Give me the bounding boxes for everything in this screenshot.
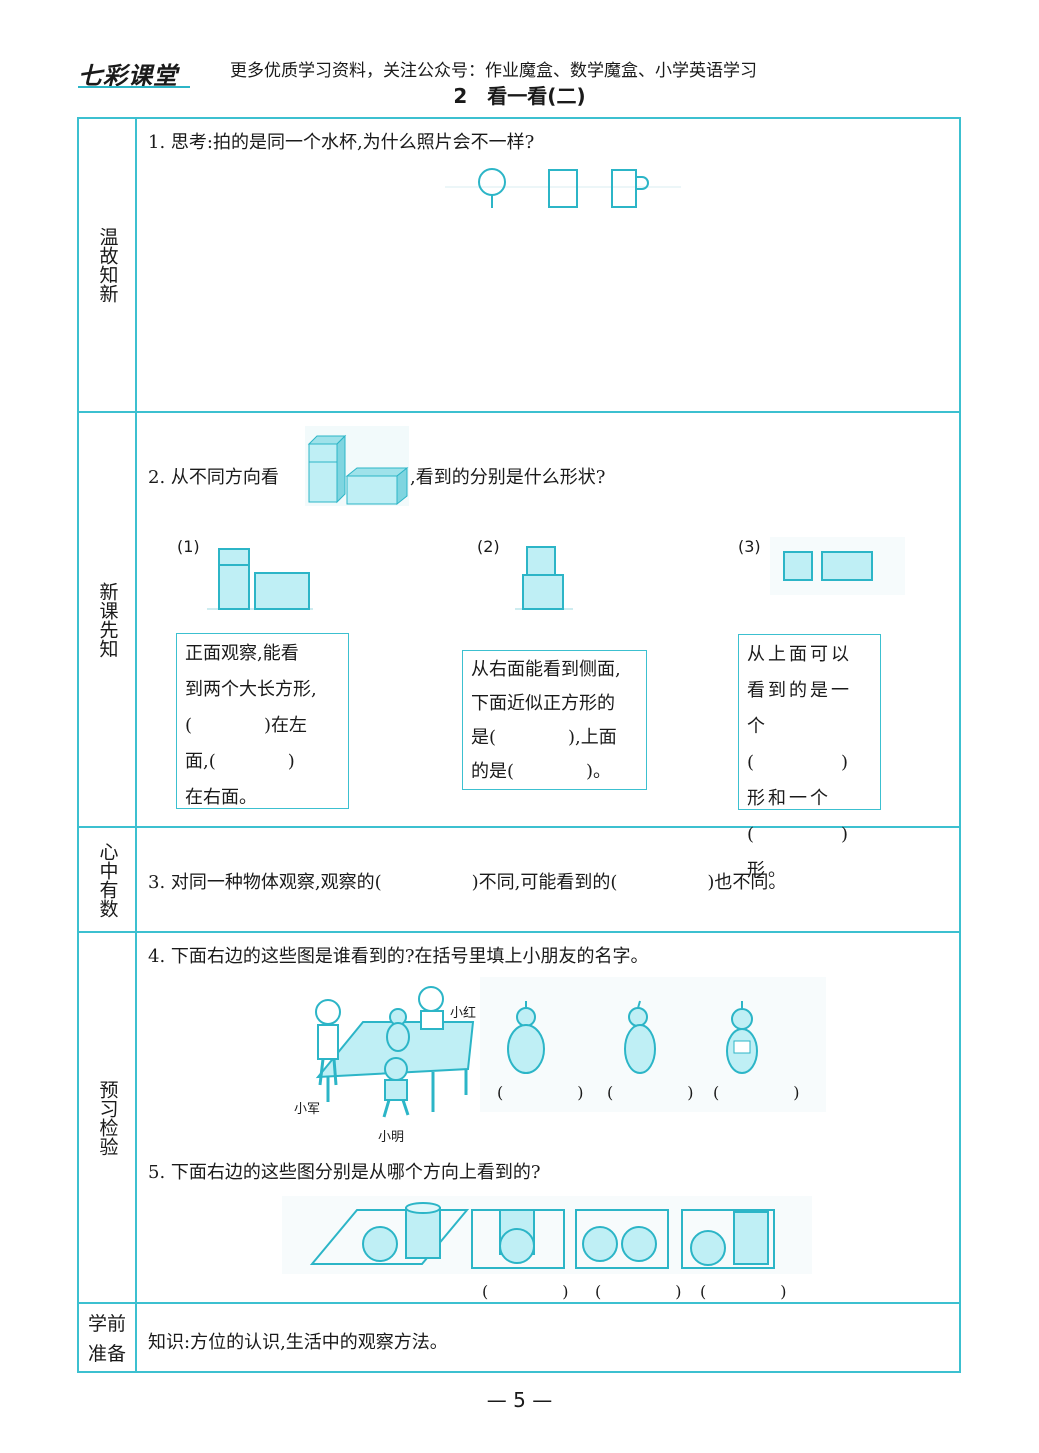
view-3 (681, 1209, 775, 1269)
question-2-start: 2. 从不同方向看 (148, 467, 279, 488)
section-label-text: 温故知新 (96, 227, 119, 303)
question-5: 5. 下面右边的这些图分别是从哪个方向上看到的? (148, 1162, 541, 1183)
section-label-summary: 心中有数 (79, 828, 135, 931)
answer-blank[interactable]: ( ) (595, 1282, 684, 1301)
section-label-preview-check: 预习检验 (79, 933, 135, 1302)
fridge-and-box-figure (305, 426, 409, 506)
answer-box-1: 正面观察,能看 到两个大长方形, ( )在左 面,( ) 在右面。 (176, 633, 349, 809)
question-1: 1. 思考:拍的是同一个水杯,为什么照片会不一样? (148, 132, 535, 153)
lesson-title: 2 看一看(二) (453, 84, 586, 108)
section-label-text: 心中有数 (96, 841, 119, 918)
question-3: 3. 对同一种物体观察,观察的( )不同,可能看到的( )也不同。 (148, 872, 787, 893)
name-xiaojun: 小军 (294, 1102, 321, 1117)
cup-top-view (478, 168, 506, 196)
publisher-logo: 七彩课堂 (78, 62, 178, 90)
subitem-label-1: (1) (177, 537, 200, 556)
answer-line: 正面观察,能看 (185, 643, 299, 664)
row-divider (77, 1302, 961, 1304)
children-around-table-figure (315, 977, 826, 1118)
answer-blank[interactable]: ( ) (713, 1083, 802, 1102)
doll-side-view (624, 1000, 656, 1074)
answer-line: 从右面能看到侧面, (471, 659, 621, 680)
section-label-text: 预习检验 (96, 1079, 119, 1156)
answer-line: 的是( )。 (471, 761, 612, 782)
section-column-divider (135, 117, 137, 1373)
plane (309, 1209, 470, 1265)
worksheet-table (77, 117, 961, 1373)
cup-back-view (548, 169, 578, 208)
doll-front-view (726, 1001, 758, 1074)
top-view-figure (770, 537, 905, 595)
preparation-text: 知识:方位的认识,生活中的观察方法。 (148, 1332, 448, 1353)
section-label-new-lesson: 新课先知 (79, 413, 135, 826)
cup-views-figure (445, 168, 681, 208)
answer-line: 看到的是一 (747, 680, 852, 701)
section-label-review: 温故知新 (79, 119, 135, 411)
row-divider (77, 826, 961, 828)
answer-line: ( )在左 (185, 715, 308, 736)
answer-line: 是( ),上面 (471, 727, 617, 748)
answer-blank[interactable]: ( ) (497, 1083, 586, 1102)
cup-side-view (611, 169, 637, 208)
section-label-text: 学前准备 (87, 1312, 126, 1365)
subitem-label-3: (3) (738, 537, 761, 556)
doll-back-view (507, 1001, 545, 1074)
ball-and-cylinder-figure (282, 1196, 812, 1274)
page-number: — 5 — (486, 1388, 553, 1412)
answer-box-3: 从上面可以 看到的是一 个( ) 形和一个 ( )形。 (738, 634, 881, 881)
view-2 (575, 1209, 669, 1269)
name-xiaoming: 小明 (378, 1130, 405, 1145)
front-view-figure (207, 548, 313, 610)
answer-line: 形和一个 (747, 788, 831, 809)
section-label-preparation: 学前准备 (79, 1304, 135, 1373)
answer-line: 到两个大长方形, (185, 679, 317, 700)
subitem-label-2: (2) (477, 537, 500, 556)
answer-line: 在右面。 (185, 787, 257, 808)
header-notice: 更多优质学习资料，关注公众号：作业魔盒、数学魔盒、小学英语学习 (230, 61, 757, 81)
right-view-figure (515, 546, 573, 610)
name-xiaohong: 小红 (450, 1006, 477, 1021)
answer-line: 个( ) (747, 716, 852, 773)
answer-blank[interactable]: ( ) (607, 1083, 696, 1102)
answer-blank[interactable]: ( ) (482, 1282, 571, 1301)
answer-box-2: 从右面能看到侧面, 下面近似正方形的 是( ),上面 的是( )。 (462, 650, 647, 790)
logo-underline (78, 86, 190, 88)
answer-line: 从上面可以 (747, 644, 852, 665)
question-2-end: ,看到的分别是什么形状? (410, 467, 606, 488)
answer-line: 下面近似正方形的 (471, 693, 615, 714)
answer-blank[interactable]: ( ) (700, 1282, 789, 1301)
view-1 (471, 1209, 565, 1269)
answer-line: 面,( ) (185, 751, 295, 772)
question-4: 4. 下面右边的这些图是谁看到的?在括号里填上小朋友的名字。 (148, 946, 649, 967)
section-label-text: 新课先知 (96, 581, 119, 658)
answer-line: ( )形。 (747, 824, 852, 881)
row-divider (77, 931, 961, 933)
row-divider (77, 411, 961, 413)
